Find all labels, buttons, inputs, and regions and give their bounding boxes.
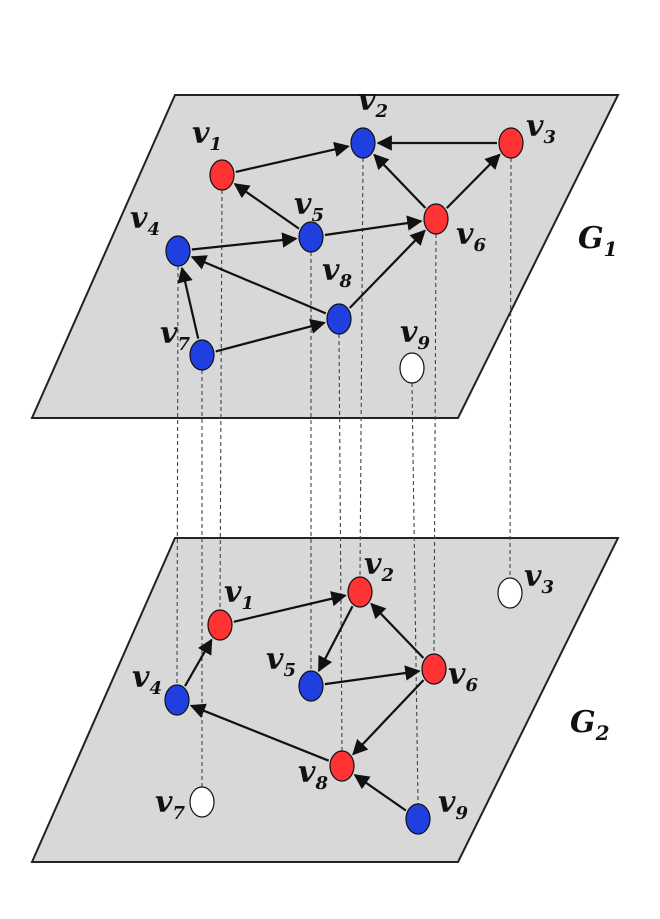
link-v1 xyxy=(219,189,223,611)
link-v9 xyxy=(411,382,419,805)
g1-label-v5: v5 xyxy=(294,187,324,226)
g1-edge-v4-v5 xyxy=(191,232,298,251)
g1-node-v9 xyxy=(399,352,425,384)
g2-node-v7 xyxy=(189,786,215,818)
g1-edge-v7-v4 xyxy=(177,266,200,339)
g2-label-v3: v3 xyxy=(524,559,554,598)
g1-edge-v7-v8 xyxy=(215,318,326,353)
g2-label-v5: v5 xyxy=(266,642,296,681)
graph-edges xyxy=(177,135,501,812)
g2-node-v3 xyxy=(497,577,523,609)
g2-label-v4: v4 xyxy=(132,660,162,699)
g1-node-v7 xyxy=(189,339,215,371)
g1-node-v5 xyxy=(298,221,324,253)
g1-node-v2 xyxy=(350,127,376,159)
g2-node-v2 xyxy=(347,576,373,608)
g2-label-v8: v8 xyxy=(298,755,328,794)
g2-node-v8 xyxy=(329,750,355,782)
g2-label-v2: v2 xyxy=(364,547,394,586)
g1-edge-v6-v3 xyxy=(445,153,501,209)
g1-label-v9: v9 xyxy=(400,315,430,354)
graph-name-g2: G2 xyxy=(570,705,610,745)
g2-edge-v1-v2 xyxy=(233,591,347,623)
g2-edge-v4-v1 xyxy=(184,638,213,687)
g2-node-v4 xyxy=(164,684,190,716)
g1-edge-v5-v1 xyxy=(233,183,300,230)
link-v3 xyxy=(509,157,512,579)
g1-edge-v5-v6 xyxy=(324,215,423,237)
g2-edge-v6-v2 xyxy=(370,602,425,659)
g1-edge-v8-v4 xyxy=(190,255,327,315)
g1-label-v2: v2 xyxy=(358,83,388,122)
g1-node-v6 xyxy=(423,203,449,235)
node-labels: v1 v2 v3 v4 v5 v6 v7 v8 v9 v1 v2 v3 v4 v5 v6 v7 v8 v9 xyxy=(130,83,556,824)
g2-label-v9: v9 xyxy=(438,785,468,824)
g1-label-v6: v6 xyxy=(456,217,486,256)
g2-edge-v8-v4 xyxy=(189,703,330,762)
g1-label-v3: v3 xyxy=(526,109,556,148)
inter-layer-links xyxy=(176,157,512,805)
g1-node-v1 xyxy=(209,159,235,191)
g1-edge-v8-v6 xyxy=(348,229,426,309)
plane-g2 xyxy=(30,537,620,863)
g2-edge-v5-v6 xyxy=(324,665,421,686)
g2-node-v1 xyxy=(207,609,233,641)
graph-name-g1: G1 xyxy=(578,221,618,261)
g1-label-v4: v4 xyxy=(130,201,160,240)
g1-edge-v6-v2 xyxy=(373,153,427,209)
g1-node-v8 xyxy=(326,303,352,335)
g2-edge-v6-v8 xyxy=(352,679,425,756)
g1-node-v4 xyxy=(165,235,191,267)
g2-edge-v2-v5 xyxy=(317,605,354,673)
g2-node-v6 xyxy=(421,653,447,685)
g2-label-v7: v7 xyxy=(155,785,185,824)
g2-node-v9 xyxy=(405,803,431,835)
g2-label-v6: v6 xyxy=(448,657,478,696)
g2-edge-v9-v8 xyxy=(353,774,407,812)
g1-edge-v1-v2 xyxy=(235,141,350,173)
plane-g1 xyxy=(30,94,620,419)
g1-label-v8: v8 xyxy=(322,253,352,292)
g1-node-v3 xyxy=(498,127,524,159)
link-v6 xyxy=(433,233,437,655)
g2-node-v5 xyxy=(298,670,324,702)
g1-label-v1: v1 xyxy=(192,116,222,155)
g1-label-v7: v7 xyxy=(160,316,190,355)
g2-label-v1: v1 xyxy=(224,575,254,614)
graph-nodes xyxy=(164,127,524,835)
